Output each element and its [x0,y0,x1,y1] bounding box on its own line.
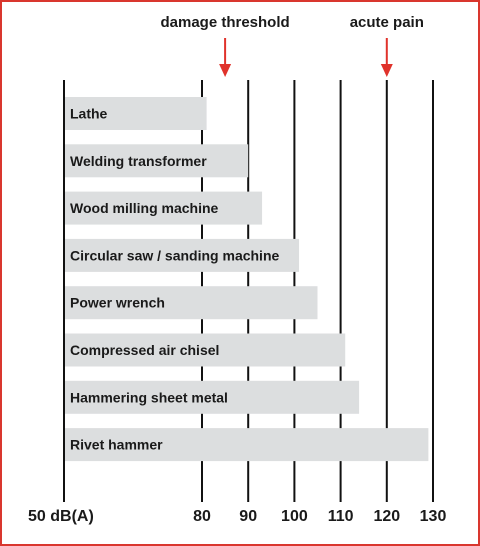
x-tick-label: 100 [281,508,308,525]
annotation-arrow-head [380,64,393,77]
annotations: damage threshold acute pain [160,14,424,77]
x-tick-label: 50 dB(A) [28,508,94,525]
bar [65,191,263,225]
x-tick-label: 130 [420,508,447,525]
bar-label: Welding transformer [70,153,207,169]
bar [65,380,360,414]
x-tick-label: 110 [328,508,354,525]
bar-label: Circular saw / sanding machine [70,247,280,263]
bar [65,286,318,320]
x-tick-label: 120 [373,508,400,525]
bar-label: Lathe [70,106,108,122]
x-axis-tick-labels: 50 dB(A) 80 90 100 110 120 130 [28,508,446,525]
bar-label: Power wrench [70,295,165,311]
bar [65,144,249,178]
x-tick-label: 90 [239,508,257,525]
bar-label: Wood milling machine [70,200,219,216]
bar [65,97,207,130]
x-tick-label: 80 [193,508,211,525]
bar-label: Rivet hammer [70,437,163,453]
bar [65,238,300,272]
annotation-label: acute pain [350,14,424,31]
annotation-arrow-head [219,64,232,77]
bar [65,428,429,462]
bar-label: Hammering sheet metal [70,389,228,405]
annotation-label: damage threshold [160,14,289,31]
bar-label: Compressed air chisel [70,342,219,358]
bar [65,333,346,367]
